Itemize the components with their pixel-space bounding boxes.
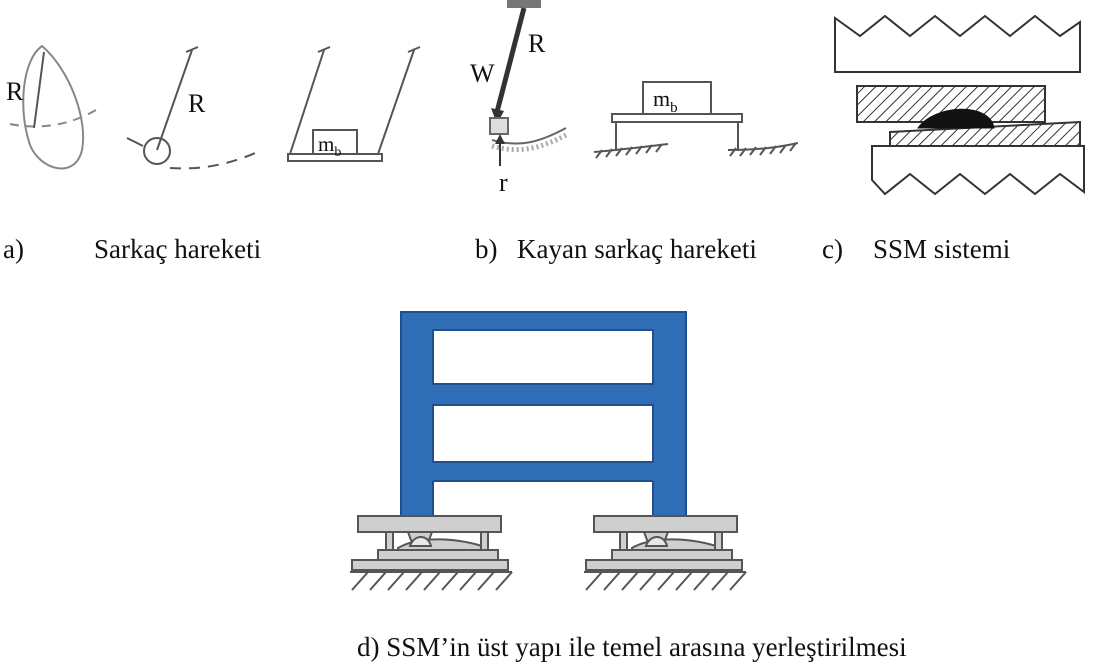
suspended-mass bbox=[287, 46, 421, 162]
caption-d-text: d) SSM’in üst yapı ile temel arasına yer… bbox=[357, 632, 907, 662]
sliding-radius-label: R bbox=[528, 29, 546, 58]
sliding-pendulum-sketch bbox=[489, 0, 570, 166]
pendulum-loop-sketch bbox=[9, 44, 97, 170]
simple-pendulum bbox=[126, 46, 263, 170]
right-bearing bbox=[584, 515, 747, 591]
loop-radius-label: R bbox=[6, 77, 24, 106]
small-radius-label: r bbox=[499, 168, 508, 197]
mass-on-support bbox=[593, 81, 799, 159]
pendulum-radius-label: R bbox=[188, 89, 206, 118]
caption-b-text: Kayan sarkaç hareketi bbox=[517, 234, 757, 264]
caption-a-marker: a) bbox=[3, 234, 24, 264]
weight-label: W bbox=[470, 59, 495, 88]
frame-structure bbox=[400, 311, 687, 521]
left-bearing bbox=[350, 515, 513, 591]
caption-b-marker: b) bbox=[475, 234, 498, 264]
suspended-mass-label: mb bbox=[318, 132, 341, 160]
ssm-system-sketch bbox=[834, 14, 1085, 196]
caption-c-text: SSM sistemi bbox=[873, 234, 1011, 264]
caption-a-text: Sarkaç hareketi bbox=[94, 234, 262, 264]
caption-c-marker: c) bbox=[822, 234, 843, 264]
support-mass-label: mb bbox=[653, 86, 678, 116]
